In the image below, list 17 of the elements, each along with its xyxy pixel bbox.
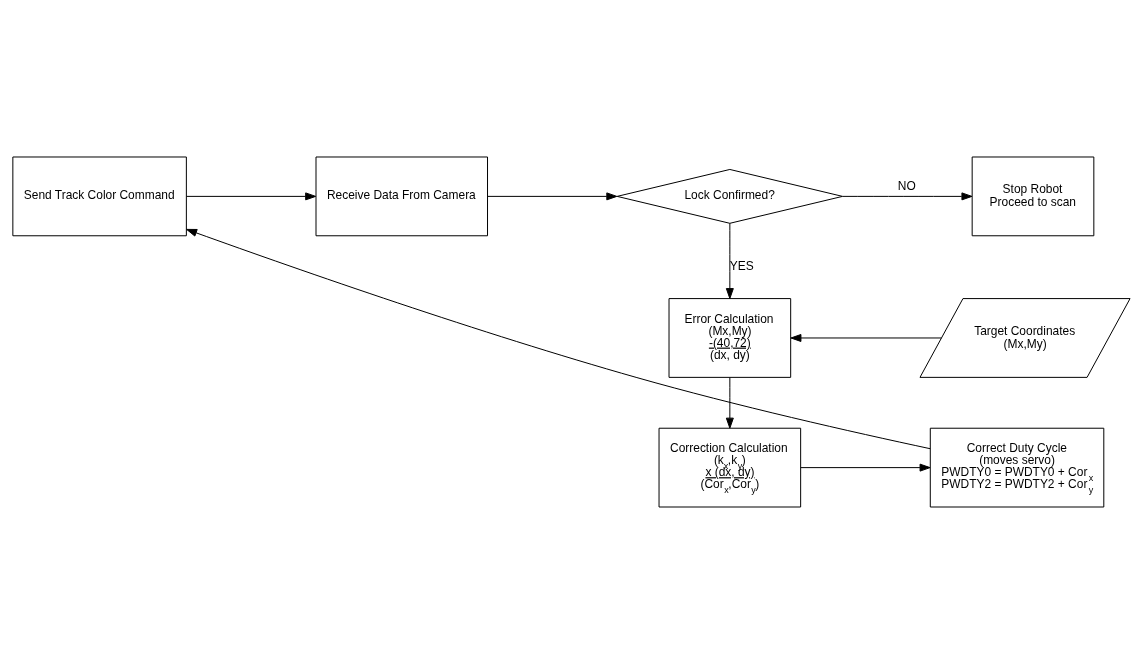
arrow xyxy=(186,191,317,200)
node-box: Correct Duty Cycle (moves servo) PWDTY0 = PWDTY0 + Cor$_{x}$ PWDTY2 = PWDTY2 + Cor$_{y}$ xyxy=(929,427,1105,507)
arrow xyxy=(790,333,942,342)
arrow xyxy=(725,376,734,429)
node-box: Stop Robot Proceed to scan xyxy=(971,156,1095,236)
node-box: Receive Data From Camera xyxy=(315,156,488,236)
node-box: Correction Calculation (k$_{x}$,k$_{y}$) x (dx, dy) (Cor$_{x}$,Cor$_{y}$) xyxy=(658,427,802,507)
arrow xyxy=(487,191,618,200)
node-diamond: Lock Confirmed? xyxy=(616,168,844,224)
node-box: Send Track Color Command xyxy=(12,156,187,236)
arrow xyxy=(800,463,931,472)
node-box: Error Calculation (Mx,My) -(40,72) (dx, dy) xyxy=(668,297,792,378)
arrow xyxy=(725,222,734,299)
edge-label: YES xyxy=(729,258,754,273)
arrow xyxy=(186,228,931,449)
edge-label: NO xyxy=(897,178,916,193)
arrow xyxy=(842,191,973,200)
